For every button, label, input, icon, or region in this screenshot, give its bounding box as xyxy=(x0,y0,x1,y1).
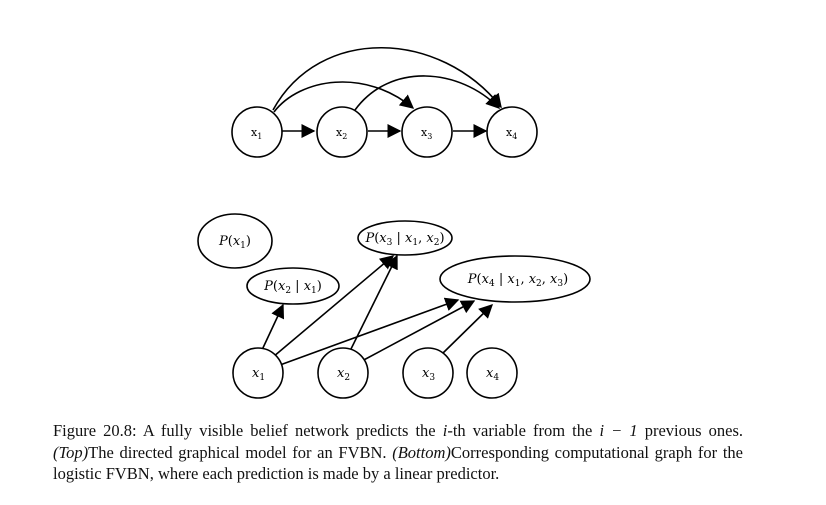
caption-mid: -th variable from the xyxy=(447,421,600,440)
pred-node-p-x4: P(x4 | x1, x2, x3) xyxy=(439,255,591,303)
input-node-x4: x4 xyxy=(466,347,518,399)
caption-top-tag: (Top) xyxy=(53,442,89,462)
fvbn-diagram: x1 x2 x3 x4 P(x1) P(x2 | x1) xyxy=(197,46,591,399)
input-node-x3: x3 xyxy=(402,347,454,399)
top-node-x4: x4 xyxy=(486,106,538,158)
edge-bx2-p3 xyxy=(349,254,398,352)
caption-top-text: The directed graphical model for an FVBN… xyxy=(88,442,393,462)
caption-i-var: i xyxy=(442,421,448,440)
svg-text:P(x1): P(x1) xyxy=(218,234,251,251)
bottom-graph: P(x1) P(x2 | x1) P(x3 | x1, x2) P(x4 | x… xyxy=(197,213,591,399)
edge-bx3-p4 xyxy=(442,304,494,354)
svg-text:P(x4 | x1, x2, x3): P(x4 | x1, x2, x3) xyxy=(467,272,568,289)
svg-text:x2: x2 xyxy=(336,126,347,141)
svg-text:x1: x1 xyxy=(252,366,265,383)
input-node-x2: x2 xyxy=(317,347,369,399)
svg-text:P(x2 | x1): P(x2 | x1) xyxy=(263,279,322,296)
svg-text:x3: x3 xyxy=(421,126,432,141)
edge-bx1-p2 xyxy=(261,303,285,351)
top-node-x2: x2 xyxy=(316,106,368,158)
top-node-x3: x3 xyxy=(401,106,453,158)
edge-x2-x4 xyxy=(354,75,500,111)
edge-bx1-p4 xyxy=(279,297,460,366)
caption-prefix: Figure 20.8: A fully visible belief netw… xyxy=(53,421,443,440)
caption-bottom-tag: (Bottom) xyxy=(392,442,451,462)
svg-text:x4: x4 xyxy=(486,366,499,383)
pred-node-p-x1: P(x1) xyxy=(197,213,273,269)
pred-node-p-x2: P(x2 | x1) xyxy=(246,267,340,305)
figure-caption: Figure 20.8: A fully visible belief netw… xyxy=(53,420,743,485)
svg-text:x3: x3 xyxy=(422,366,435,383)
svg-text:x2: x2 xyxy=(337,366,350,383)
svg-text:P(x3 | x1, x2): P(x3 | x1, x2) xyxy=(364,231,444,248)
edge-x1-x3 xyxy=(273,81,415,113)
edge-x1-x4 xyxy=(272,46,502,111)
top-node-x1: x1 xyxy=(231,106,283,158)
top-graph: x1 x2 x3 x4 xyxy=(231,46,538,158)
caption-line2-start: previous ones. xyxy=(637,421,744,440)
edge-bx1-p3 xyxy=(272,255,395,358)
caption-i-minus-1: i − 1 xyxy=(599,421,638,440)
caption-bottom-text: Corresponding computational graph for th… xyxy=(53,442,743,484)
pred-node-p-x3: P(x3 | x1, x2) xyxy=(357,220,453,256)
input-node-x1: x1 xyxy=(232,347,284,399)
svg-text:x4: x4 xyxy=(506,126,517,141)
edge-bx2-p4 xyxy=(359,300,476,363)
svg-text:x1: x1 xyxy=(251,126,262,141)
